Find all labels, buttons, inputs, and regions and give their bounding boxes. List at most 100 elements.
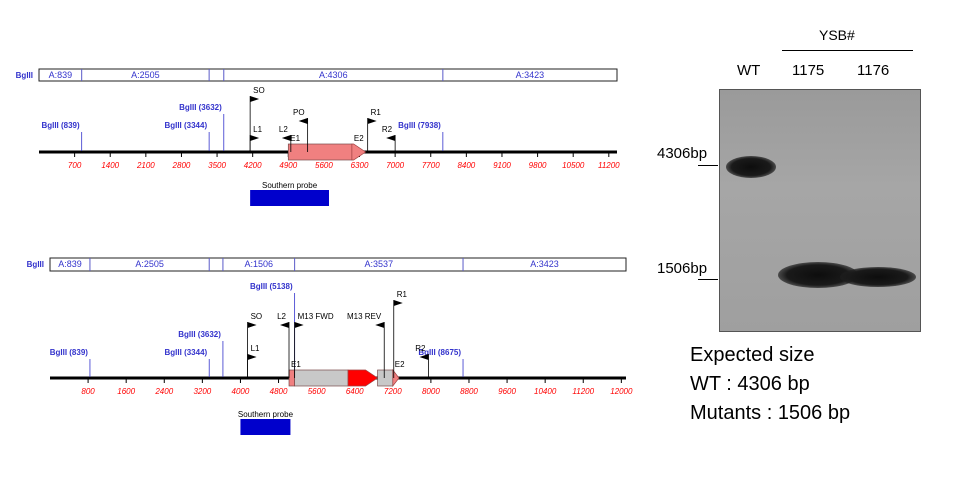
site-bar-label: BgIII bbox=[27, 260, 44, 269]
axis-tick-label: 11200 bbox=[598, 161, 620, 170]
axis-tick-label: 8400 bbox=[457, 161, 475, 170]
axis-tick-label: 11200 bbox=[572, 387, 594, 396]
axis-tick-label: 6400 bbox=[346, 387, 364, 396]
primer-label: M13 FWD bbox=[298, 312, 334, 321]
axis-tick-label: 1400 bbox=[101, 161, 119, 170]
primer-flag bbox=[367, 118, 377, 124]
expected-wt: WT : 4306 bp bbox=[690, 373, 810, 395]
gene-feature-block bbox=[294, 369, 349, 387]
restriction-site-label: BgIII (839) bbox=[50, 348, 89, 357]
gene-feature-arrow bbox=[392, 368, 400, 388]
gene-feature-block bbox=[287, 143, 353, 161]
gene-feature-block bbox=[288, 369, 295, 387]
restriction-site-label: BgIII (5138) bbox=[250, 282, 293, 291]
lane-label-wt: WT bbox=[737, 62, 761, 79]
axis-tick-label: 12000 bbox=[610, 387, 633, 396]
marker-label-4306: 4306bp bbox=[657, 145, 708, 162]
primer-flag bbox=[294, 322, 304, 328]
gene-feature-label: E1 bbox=[290, 134, 300, 143]
southern-probe-label: Southern probe bbox=[262, 181, 318, 190]
primer-flag bbox=[247, 354, 257, 360]
axis-tick-label: 9100 bbox=[493, 161, 511, 170]
axis-tick-label: 2400 bbox=[154, 387, 173, 396]
primer-flag bbox=[298, 118, 308, 124]
marker-tick-4306 bbox=[698, 165, 718, 166]
fragment-label: A:1506 bbox=[245, 259, 274, 269]
southern-probe-bar bbox=[240, 419, 291, 435]
ysb-group-label: YSB# bbox=[819, 27, 855, 43]
gel-band-wt bbox=[726, 156, 776, 178]
primer-label: R1 bbox=[371, 108, 382, 117]
expected-mutant: Mutants : 1506 bp bbox=[690, 402, 851, 424]
gene-feature-label: E1 bbox=[291, 360, 301, 369]
gene-feature-arrow bbox=[351, 143, 367, 161]
primer-label: SO bbox=[251, 312, 263, 321]
axis-tick-label: 4000 bbox=[232, 387, 250, 396]
restriction-site-label: BgIII (3344) bbox=[164, 121, 207, 130]
primer-label: R2 bbox=[382, 125, 393, 134]
axis-tick-label: 8000 bbox=[422, 387, 440, 396]
lane-label-1176: 1176 bbox=[857, 62, 890, 79]
axis-tick-label: 9600 bbox=[498, 387, 516, 396]
marker-label-1506: 1506bp bbox=[657, 260, 708, 277]
primer-label: PO bbox=[293, 108, 305, 117]
gene-feature-label: E2 bbox=[395, 360, 405, 369]
gene-feature-block bbox=[377, 369, 394, 387]
gene-feature-arrow bbox=[347, 369, 379, 387]
axis-tick-label: 4200 bbox=[244, 161, 262, 170]
axis-tick-label: 5600 bbox=[308, 387, 326, 396]
primer-flag bbox=[247, 322, 257, 328]
expected-title: Expected size bbox=[690, 344, 815, 366]
primer-flag bbox=[280, 322, 290, 328]
gene-feature-label: E2 bbox=[354, 134, 364, 143]
axis-tick-label: 7000 bbox=[386, 161, 404, 170]
axis-tick-label: 800 bbox=[81, 387, 95, 396]
primer-label: L1 bbox=[253, 125, 262, 134]
southern-probe-label: Southern probe bbox=[238, 410, 294, 419]
fragment-label: A:2505 bbox=[135, 259, 164, 269]
axis-tick-label: 9800 bbox=[529, 161, 547, 170]
fragment-label: A:3537 bbox=[365, 259, 394, 269]
primer-label: SO bbox=[253, 86, 265, 95]
primer-flag bbox=[375, 322, 385, 328]
axis-tick-label: 700 bbox=[68, 161, 82, 170]
axis-tick-label: 7200 bbox=[384, 387, 402, 396]
ysb-group-line bbox=[782, 50, 913, 51]
primer-label: L2 bbox=[277, 312, 286, 321]
restriction-site-label: BgIII (3344) bbox=[165, 348, 208, 357]
primer-flag bbox=[393, 300, 403, 306]
axis-tick-label: 2800 bbox=[172, 161, 191, 170]
lane-label-1175: 1175 bbox=[792, 62, 825, 79]
fragment-label: A:4306 bbox=[319, 70, 348, 80]
fragment-label: A:839 bbox=[49, 70, 73, 80]
primer-label: R2 bbox=[415, 344, 426, 353]
fragment-bar bbox=[49, 257, 627, 272]
fragment-bar bbox=[38, 68, 618, 82]
axis-tick-label: 3200 bbox=[193, 387, 211, 396]
axis-tick-label: 4800 bbox=[270, 387, 288, 396]
fragment-label: A:2505 bbox=[131, 70, 160, 80]
restriction-site-label: BgIII (3632) bbox=[179, 103, 222, 112]
marker-tick-1506 bbox=[698, 279, 718, 280]
fragment-label: A:3423 bbox=[516, 70, 545, 80]
axis-tick-label: 1600 bbox=[117, 387, 135, 396]
primer-flag bbox=[281, 135, 291, 141]
site-bar-label: BgIII bbox=[16, 71, 33, 80]
primer-flag bbox=[250, 135, 260, 141]
axis-tick-label: 2100 bbox=[136, 161, 155, 170]
primer-flag bbox=[386, 135, 396, 141]
axis-tick-label: 5600 bbox=[315, 161, 333, 170]
restriction-site-label: BgIII (3632) bbox=[178, 330, 221, 339]
axis-tick-label: 4900 bbox=[279, 161, 297, 170]
gel-band-1176 bbox=[840, 267, 916, 287]
axis-tick-label: 8800 bbox=[460, 387, 478, 396]
axis-tick-label: 7700 bbox=[422, 161, 440, 170]
restriction-site-label: BgIII (7938) bbox=[398, 121, 441, 130]
axis-tick-label: 6300 bbox=[351, 161, 369, 170]
axis-tick-label: 10500 bbox=[562, 161, 585, 170]
primer-label: M13 REV bbox=[347, 312, 382, 321]
primer-flag bbox=[250, 96, 260, 102]
fragment-label: A:839 bbox=[58, 259, 82, 269]
primer-label: L1 bbox=[251, 344, 260, 353]
